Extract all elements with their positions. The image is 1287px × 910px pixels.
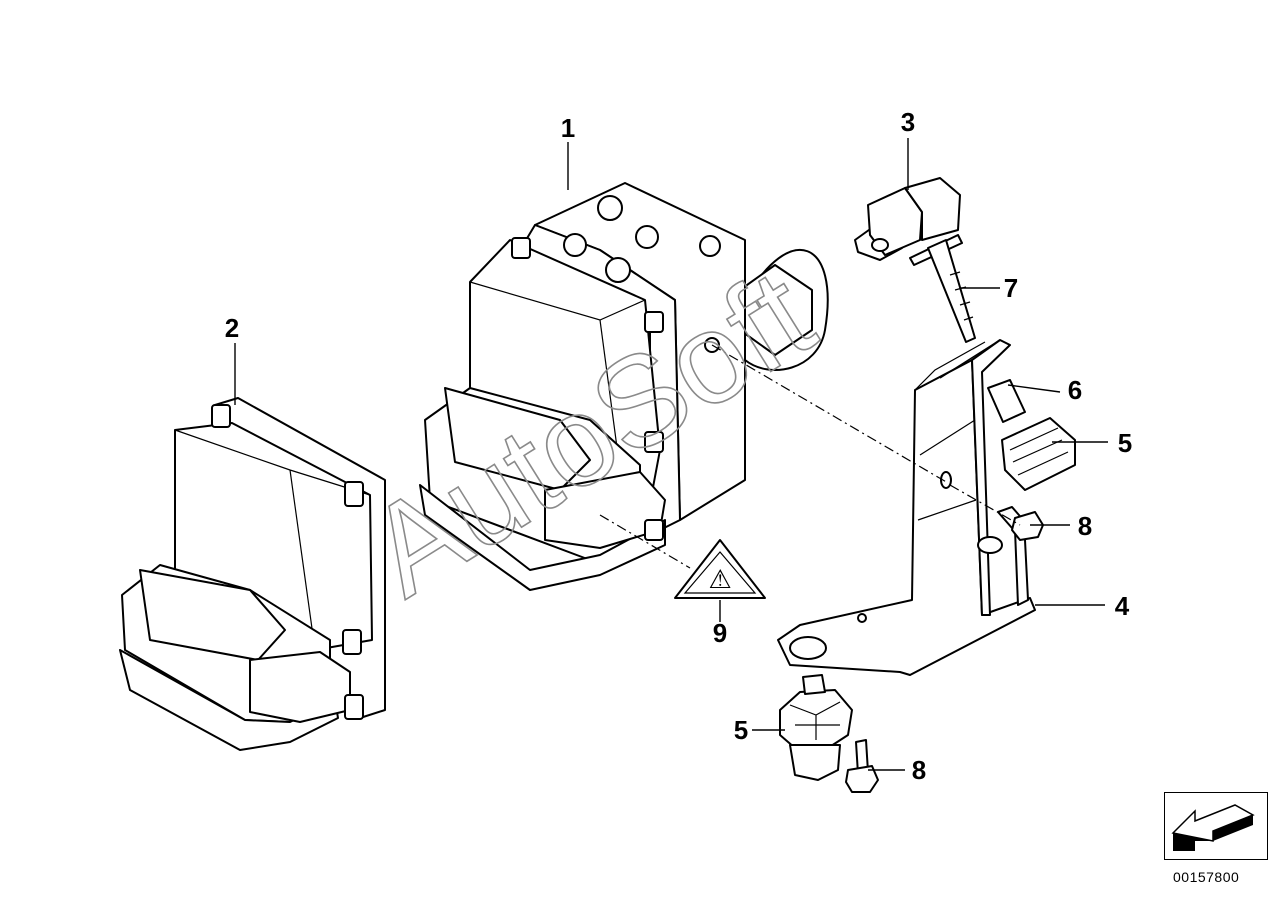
callout-7: 7 — [1004, 273, 1018, 303]
part-4-bracket[interactable] — [777, 339, 1036, 676]
callout-2: 2 — [225, 313, 239, 343]
part-5-rubber-mount-lower[interactable] — [779, 674, 853, 781]
callout-8-upper: 8 — [1078, 511, 1092, 541]
callout-1: 1 — [561, 113, 575, 143]
assembly-line-1 — [711, 344, 949, 484]
part-1-hydraulic-unit[interactable] — [419, 182, 829, 591]
assembly-line-3 — [599, 514, 691, 569]
reference-number: 00157800 — [1173, 869, 1240, 885]
callout-5-upper: 5 — [1118, 428, 1132, 458]
assembly-line-2 — [949, 484, 1021, 526]
back-navigation-button[interactable] — [1164, 792, 1268, 860]
part-3-pressure-sensor[interactable] — [854, 177, 961, 261]
warning-label-symbol: ⚠ — [708, 565, 731, 595]
callout-6: 6 — [1068, 375, 1082, 405]
back-arrow-icon — [1171, 804, 1255, 851]
part-7-bolt[interactable] — [909, 234, 976, 343]
part-8-screw-lower[interactable] — [845, 739, 879, 793]
callout-5-lower: 5 — [734, 715, 748, 745]
leader-lines — [234, 138, 1108, 771]
callout-8-lower: 8 — [912, 755, 926, 785]
part-2-control-unit[interactable] — [119, 397, 386, 751]
callout-4: 4 — [1115, 591, 1130, 621]
part-8-screw-upper[interactable] — [997, 506, 1044, 541]
callout-9: 9 — [713, 618, 727, 648]
callout-3: 3 — [901, 107, 915, 137]
part-5-rubber-mount-upper[interactable] — [1001, 417, 1076, 491]
part-6-pad[interactable] — [987, 379, 1026, 423]
part-9-warning-label[interactable]: ⚠ — [674, 539, 766, 599]
